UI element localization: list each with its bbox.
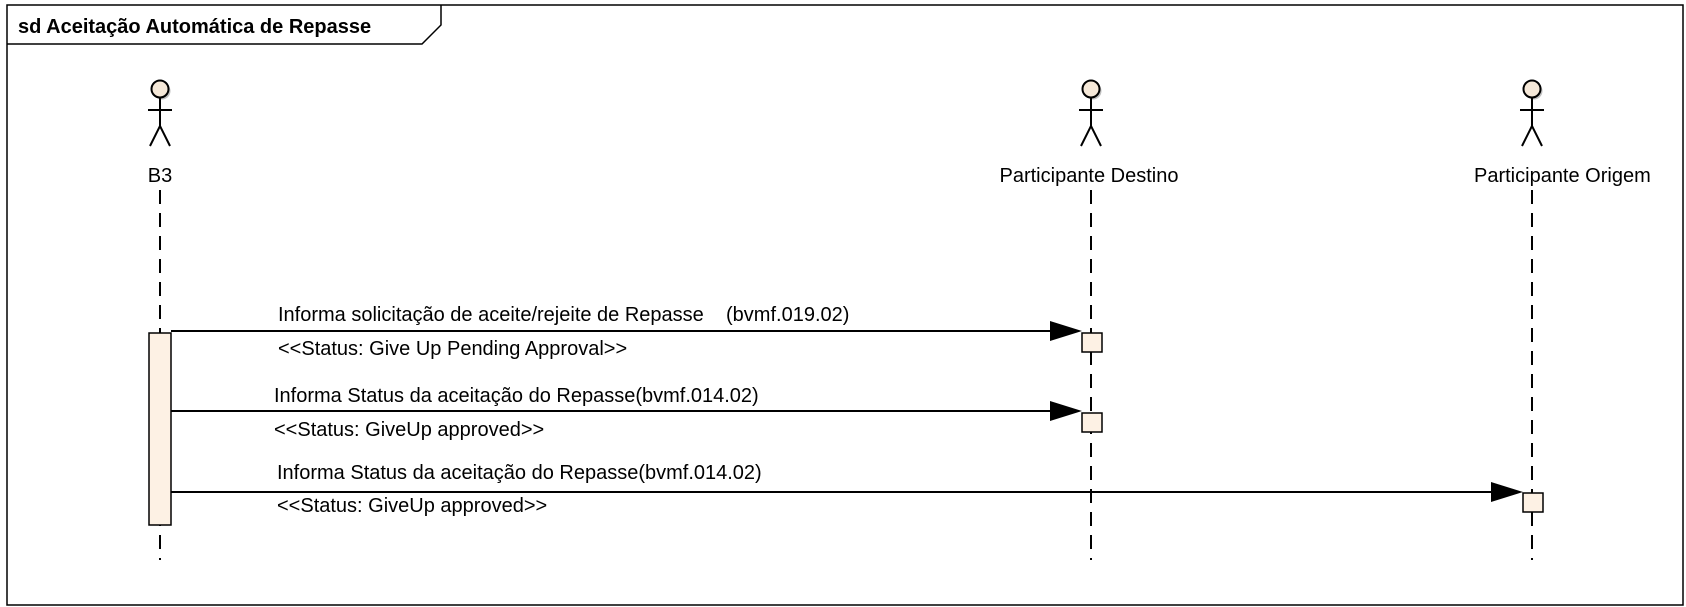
actor-body xyxy=(1079,98,1103,147)
message-stereotype: <<Status: Give Up Pending Approval>> xyxy=(278,338,627,360)
stick-figure-icon xyxy=(1079,79,1103,147)
message-stereotype: <<Status: GiveUp approved>> xyxy=(274,419,544,441)
actor-body xyxy=(1520,98,1544,147)
actor-participante-origem[interactable]: Participante Origem xyxy=(1474,79,1651,561)
arrowhead-icon xyxy=(1491,482,1523,502)
message-label: Informa Status da aceitação do Repasse(b… xyxy=(277,462,762,484)
message-stereotype: <<Status: GiveUp approved>> xyxy=(277,495,547,517)
actor-head xyxy=(1522,79,1542,99)
actor-head xyxy=(150,79,170,99)
actor-name: Participante Origem xyxy=(1474,165,1651,187)
diagram-frame: sd Aceitação Automática de Repasse xyxy=(6,4,1684,606)
activation-bar-destino xyxy=(1081,412,1103,433)
actor-name: B3 xyxy=(148,165,172,187)
message-1[interactable]: Informa solicitação de aceite/rejeite de… xyxy=(171,304,1103,360)
message-3[interactable]: Informa Status da aceitação do Repasse(b… xyxy=(171,462,1544,517)
actor-name: Participante Destino xyxy=(1000,165,1179,187)
frame-title: sd Aceitação Automática de Repasse xyxy=(18,16,371,38)
stick-figure-icon xyxy=(148,79,172,147)
stick-figure-icon xyxy=(1520,79,1544,147)
actor-participante-destino[interactable]: Participante Destino xyxy=(1000,79,1179,561)
activation-bar-b3 xyxy=(148,332,172,526)
message-label: Informa Status da aceitação do Repasse(b… xyxy=(274,385,759,407)
message-2[interactable]: Informa Status da aceitação do Repasse(b… xyxy=(171,385,1103,441)
actor-head xyxy=(1081,79,1101,99)
activation-bar-destino xyxy=(1081,332,1103,353)
arrowhead-icon xyxy=(1050,401,1082,421)
frame-border xyxy=(6,4,1684,606)
message-label: Informa solicitação de aceite/rejeite de… xyxy=(278,304,849,326)
actor-body xyxy=(148,98,172,147)
arrowhead-icon xyxy=(1050,321,1082,341)
activation-bar-origem xyxy=(1522,492,1544,513)
frame-title-tab xyxy=(7,5,442,45)
